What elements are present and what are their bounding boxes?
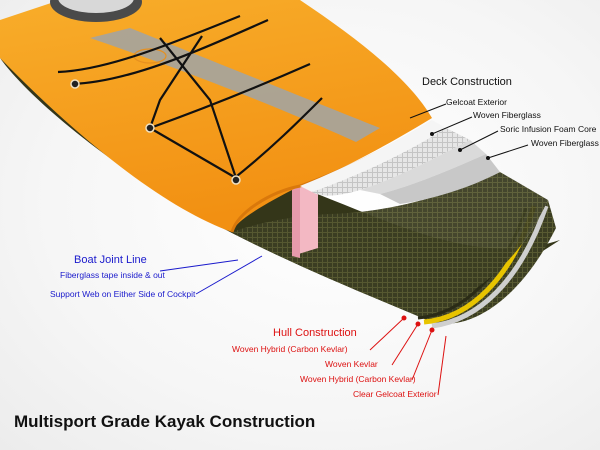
hull-layer-gelcoat xyxy=(431,205,549,329)
hull-layer-1-label: Woven Hybrid (Carbon Kevlar) xyxy=(232,344,348,354)
hull-heading: Hull Construction xyxy=(273,327,357,339)
bungee-cords xyxy=(57,14,323,181)
deck-leaders xyxy=(409,103,529,159)
deck-heading: Deck Construction xyxy=(422,76,512,88)
deck-layer-foam xyxy=(360,140,486,194)
joint-heading: Boat Joint Line xyxy=(74,254,147,266)
hull-leader-dots xyxy=(401,315,435,333)
deck-layer-3-label: Soric Infusion Foam Core xyxy=(500,124,597,134)
deck-leader-dots xyxy=(430,132,490,160)
hull-leaders xyxy=(369,317,447,396)
diagram-title: Multisport Grade Kayak Construction xyxy=(14,412,316,431)
deck-layer-gelcoat xyxy=(300,120,446,192)
deck-fittings xyxy=(70,79,241,185)
hull-layer-4-label: Clear Gelcoat Exterior xyxy=(353,389,437,399)
joint-leaders xyxy=(159,255,263,295)
deck-layer-inner-fiberglass xyxy=(380,154,500,204)
deck-layer-2-label: Woven Fiberglass xyxy=(473,110,541,120)
joint-note-2: Support Web on Either Side of Cockpit xyxy=(50,289,196,299)
joint-note-1: Fiberglass tape inside & out xyxy=(60,270,165,280)
deck-layer-fiberglass xyxy=(312,128,470,196)
hull-layer-3-label: Woven Hybrid (Carbon Kevlar) xyxy=(300,374,416,384)
hull-layer-2-label: Woven Kevlar xyxy=(325,359,378,369)
deck-layer-1-label: Gelcoat Exterior xyxy=(446,97,507,107)
hull-cavity xyxy=(232,172,548,306)
deck-layer-4-label: Woven Fiberglass xyxy=(531,138,599,148)
